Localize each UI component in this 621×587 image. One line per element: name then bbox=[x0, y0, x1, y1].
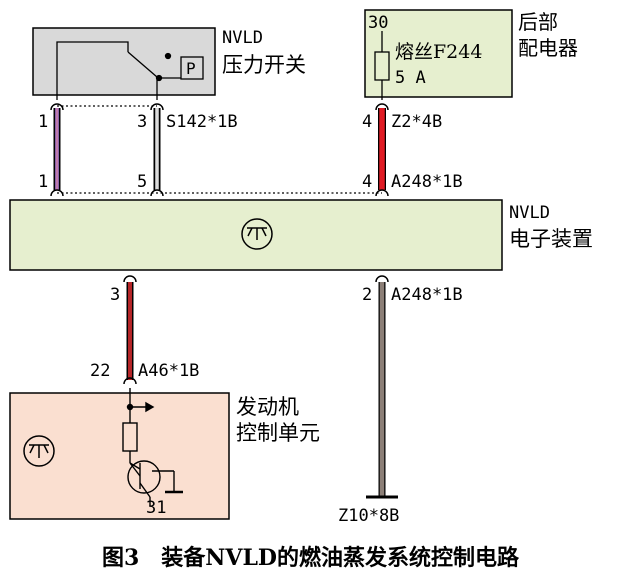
nvld-bottom-connector-label: A248*1B bbox=[391, 285, 463, 305]
nvld-unit-label-line2: 电子装置 bbox=[509, 227, 593, 251]
transistor-icon bbox=[241, 218, 273, 250]
figure-caption: 图3 装备NVLD的燃油蒸发系统控制电路 bbox=[101, 545, 520, 571]
pressure-switch-label-line1: NVLD bbox=[222, 28, 263, 48]
switch-pin-3: 3 bbox=[137, 112, 147, 132]
pressure-switch-label-line2: 压力开关 bbox=[222, 53, 306, 77]
pressure-switch-symbol bbox=[56, 41, 204, 100]
fuse-pin-4: 4 bbox=[362, 112, 372, 132]
nvld-electronic-unit-box bbox=[9, 199, 503, 271]
nvld-pin-3: 3 bbox=[110, 285, 120, 305]
nvld-pin-1: 1 bbox=[38, 172, 48, 192]
nvld-top-connector-label: A248*1B bbox=[391, 172, 463, 192]
ecu-label-line1: 发动机 bbox=[236, 395, 299, 419]
switch-pin-1: 1 bbox=[38, 112, 48, 132]
fuse-box-label-line2: 配电器 bbox=[518, 36, 578, 60]
ecu-internal-circuit bbox=[122, 388, 183, 506]
engine-control-unit-box bbox=[9, 392, 230, 520]
fuse-terminal-30: 30 bbox=[368, 13, 388, 33]
ground-connector-label: Z10*8B bbox=[338, 506, 399, 526]
ecu-transistor-icon bbox=[23, 435, 55, 467]
connector-arcs bbox=[50, 103, 389, 385]
fuse-box-label-line1: 后部 bbox=[518, 10, 558, 34]
nvld-pin-2: 2 bbox=[362, 285, 372, 305]
connector-dotted-lines bbox=[57, 105, 382, 194]
pressure-sensor-p-symbol: P bbox=[186, 59, 196, 78]
fuse-label: 熔丝F244 bbox=[395, 41, 482, 63]
ecu-ground-pin: 31 bbox=[146, 498, 166, 518]
fuse-symbol bbox=[374, 31, 390, 100]
nvld-pin-4: 4 bbox=[362, 172, 372, 192]
ecu-connector-label: A46*1B bbox=[138, 361, 199, 381]
nvld-pin-5: 5 bbox=[137, 172, 147, 192]
ecu-label-line2: 控制单元 bbox=[236, 421, 320, 445]
switch-connector-label: S142*1B bbox=[166, 112, 238, 132]
ecu-pin-22: 22 bbox=[90, 361, 110, 381]
fuse-rating: 5 A bbox=[395, 68, 426, 88]
nvld-unit-label-line1: NVLD bbox=[509, 203, 550, 223]
fuse-connector-label: Z2*4B bbox=[391, 112, 442, 132]
